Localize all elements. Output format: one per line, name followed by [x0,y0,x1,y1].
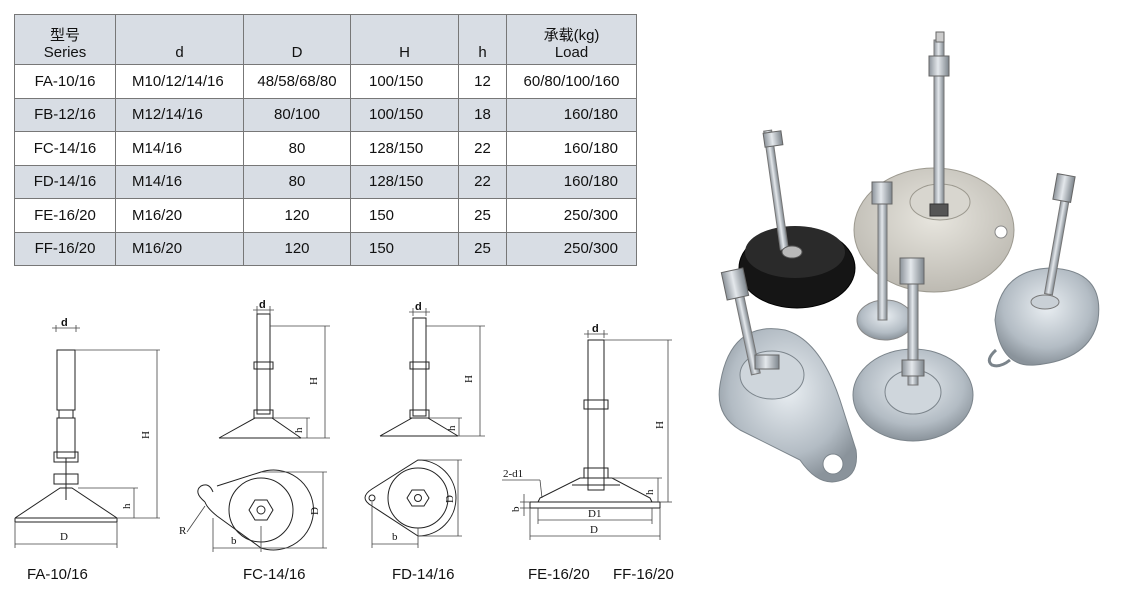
dim-label-h: h [121,503,133,509]
dim-label-D-plan: D [309,507,321,515]
cell-series: FE-16/20 [14,198,116,233]
table-row: FD-14/16 M14/16 80 128/150 22 160/180 [14,164,637,199]
cell-D: 120 [243,231,351,266]
cell-d: M14/16 [115,131,244,166]
dim-label-D-plan: D [444,495,456,503]
header-series: 型号 Series [14,14,116,65]
header-load-en: Load [554,44,589,61]
dim-label-D1: D1 [588,508,601,520]
dim-label-h: h [644,489,656,495]
header-load-cn: 承载(kg) [543,27,600,44]
dim-label-d: d [259,299,266,311]
table-row: FA-10/16 M10/12/14/16 48/58/68/80 100/15… [14,64,637,99]
cell-D: 80/100 [243,97,351,132]
cell-d: M10/12/14/16 [115,64,244,99]
cell-d: M16/20 [115,198,244,233]
teardrop-foot [718,267,857,483]
cell-load: 60/80/100/160 [506,64,637,99]
cell-h: 12 [458,64,507,99]
dim-label-R: R [179,525,187,537]
cell-D: 120 [243,198,351,233]
header-D: D [243,14,351,65]
header-h: h [458,14,507,65]
dim-label-2d1: 2-d1 [503,468,523,480]
drawing-fc: d H h D b R [179,299,330,552]
cell-series: FB-12/16 [14,97,116,132]
cell-load: 160/180 [506,164,637,199]
table-row: FC-14/16 M14/16 80 128/150 22 160/180 [14,131,637,166]
dim-label-b: b [392,531,398,543]
header-d: d [115,14,244,65]
cell-H: 150 [350,231,459,266]
dim-label-D: D [590,524,598,536]
cell-series: FD-14/16 [14,164,116,199]
dim-label-d: d [592,323,599,335]
cell-h: 22 [458,131,507,166]
drawing-fa: d H h D [14,317,160,548]
caption-fe: FE-16/20 [528,566,590,583]
drawing-fd: d H h D b [364,301,485,548]
cell-H: 100/150 [350,64,459,99]
header-load: 承载(kg) Load [506,14,637,65]
cell-D: 48/58/68/80 [243,64,351,99]
cell-H: 150 [350,198,459,233]
caption-fc: FC-14/16 [243,566,306,583]
header-H: H [350,14,459,65]
cell-load: 250/300 [506,231,637,266]
dim-label-h: h [293,427,305,433]
cell-D: 80 [243,164,351,199]
dim-label-h: h [446,425,458,431]
cell-H: 128/150 [350,164,459,199]
table-row: FB-12/16 M12/14/16 80/100 100/150 18 160… [14,97,637,132]
drawing-fe-ff: d H h 2-d1 b D1 D [502,323,672,540]
cell-d: M12/14/16 [115,97,244,132]
cell-series: FA-10/16 [14,64,116,99]
small-grey-foot [856,181,914,341]
cell-H: 100/150 [350,97,459,132]
caption-fd: FD-14/16 [392,566,455,583]
cell-load: 160/180 [506,97,637,132]
hook-foot [987,173,1100,368]
cell-series: FF-16/20 [14,231,116,266]
table-header-row: 型号 Series d D H h 承载(kg) Load [14,14,637,65]
cell-H: 128/150 [350,131,459,166]
cell-h: 22 [458,164,507,199]
cell-h: 18 [458,97,507,132]
header-series-cn: 型号 [49,27,80,44]
table-row: FE-16/20 M16/20 120 150 25 250/300 [14,198,637,233]
cell-h: 25 [458,198,507,233]
dim-label-H: H [140,431,152,439]
cell-load: 160/180 [506,131,637,166]
cell-D: 80 [243,131,351,166]
dim-label-D: D [60,531,68,543]
dim-label-H: H [463,375,475,383]
black-rubber-foot [738,129,856,309]
dim-label-b: b [231,535,237,547]
round-base-foot [852,257,974,442]
caption-ff: FF-16/20 [613,566,674,583]
cell-series: FC-14/16 [14,131,116,166]
table-row: FF-16/20 M16/20 120 150 25 250/300 [14,231,637,266]
caption-fa: FA-10/16 [27,566,88,583]
cell-load: 250/300 [506,198,637,233]
dim-label-d: d [61,317,68,329]
dim-label-d: d [415,301,422,313]
header-series-en: Series [43,44,87,61]
dim-label-H: H [308,377,320,385]
product-photo [718,31,1100,483]
cell-d: M16/20 [115,231,244,266]
spec-table: 型号 Series d D H h 承载(kg) Load FA-10/16 M… [14,14,637,266]
dim-label-H: H [654,421,666,429]
cell-d: M14/16 [115,164,244,199]
dim-label-b: b [510,506,522,512]
cell-h: 25 [458,231,507,266]
grey-disk-foot [853,31,1015,293]
